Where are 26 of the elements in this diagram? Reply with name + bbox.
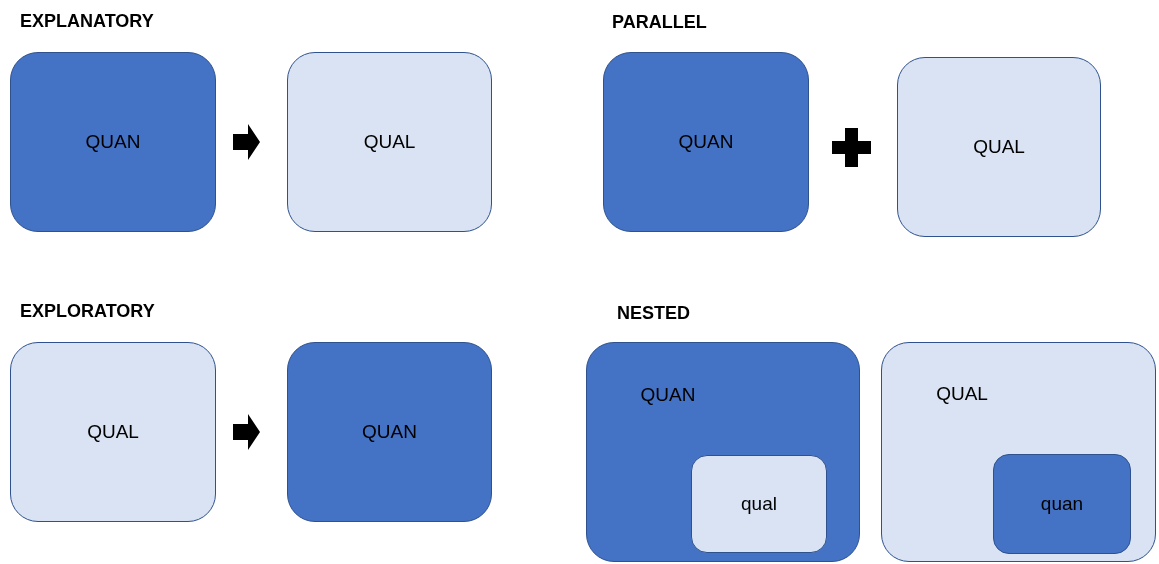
light-rounded-box (691, 455, 827, 553)
section-heading: PARALLEL (612, 11, 707, 34)
box-label: QUAN (640, 382, 696, 407)
light-rounded-box (10, 342, 216, 522)
dark-rounded-box (603, 52, 809, 232)
block-arrow (233, 414, 260, 450)
box-label: quan (1040, 491, 1084, 516)
box-label: QUAL (936, 381, 988, 406)
box-label: QUAN (362, 419, 417, 444)
dark-rounded-box (586, 342, 860, 562)
dark-rounded-box (287, 342, 492, 522)
section-heading: NESTED (617, 302, 690, 325)
box-label: QUAN (85, 129, 141, 154)
light-rounded-box (897, 57, 1101, 237)
block-arrow (233, 124, 260, 160)
section-heading: EXPLANATORY (20, 10, 154, 33)
box-label: QUAL (363, 129, 416, 154)
box-label: qual (741, 491, 777, 516)
box-label: QUAL (973, 134, 1025, 159)
dark-rounded-box (993, 454, 1131, 554)
light-rounded-box (881, 342, 1156, 562)
dark-rounded-box (10, 52, 216, 232)
box-label: QUAN (678, 129, 734, 154)
light-rounded-box (287, 52, 492, 232)
box-label: QUAL (87, 419, 139, 444)
section-heading: EXPLORATORY (20, 300, 155, 323)
